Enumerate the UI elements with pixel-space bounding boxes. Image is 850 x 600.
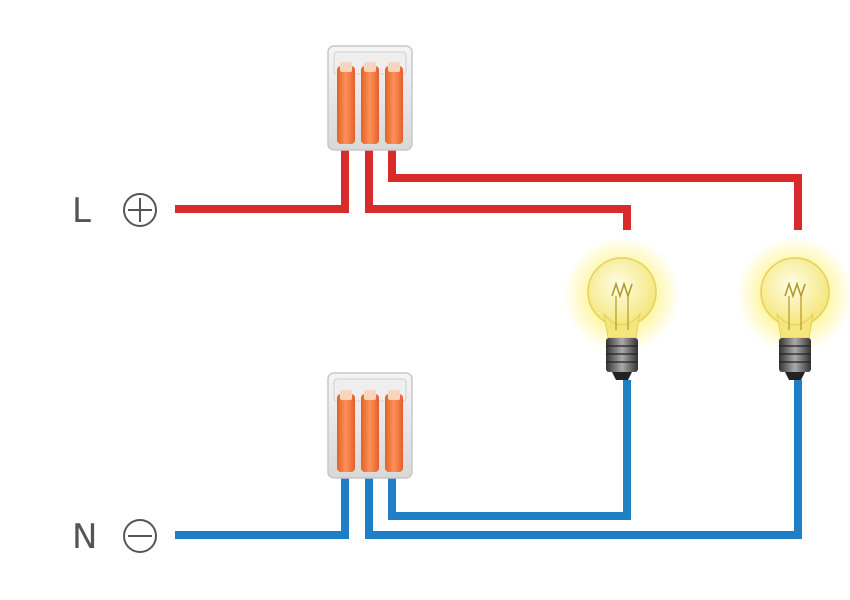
- neutral-supply-wire: [175, 478, 349, 539]
- bottom-connector-levers: [337, 390, 403, 472]
- neutral-wire-to-bulb-left: [388, 380, 631, 520]
- live-wire-to-bulb-left: [365, 150, 631, 230]
- neutral-letter: N: [72, 517, 97, 557]
- neutral-wires: [175, 380, 802, 539]
- bulb-right-base: [779, 338, 811, 372]
- minus-icon: [123, 519, 157, 553]
- bulb-right: [737, 237, 850, 380]
- live-terminal: L: [72, 191, 157, 231]
- live-wire-to-bulb-right: [388, 150, 802, 230]
- top-connector-levers: [337, 62, 403, 144]
- neutral-wire-to-bulb-right: [365, 380, 802, 539]
- bulb-left-base: [606, 338, 638, 372]
- plus-icon: [123, 193, 157, 227]
- neutral-terminal: N: [72, 517, 157, 557]
- live-supply-wire: [175, 150, 349, 213]
- bottom-connector: [327, 372, 413, 479]
- live-letter: L: [72, 191, 91, 231]
- live-wires: [175, 150, 802, 230]
- bulb-left: [564, 237, 680, 380]
- top-connector: [327, 45, 413, 151]
